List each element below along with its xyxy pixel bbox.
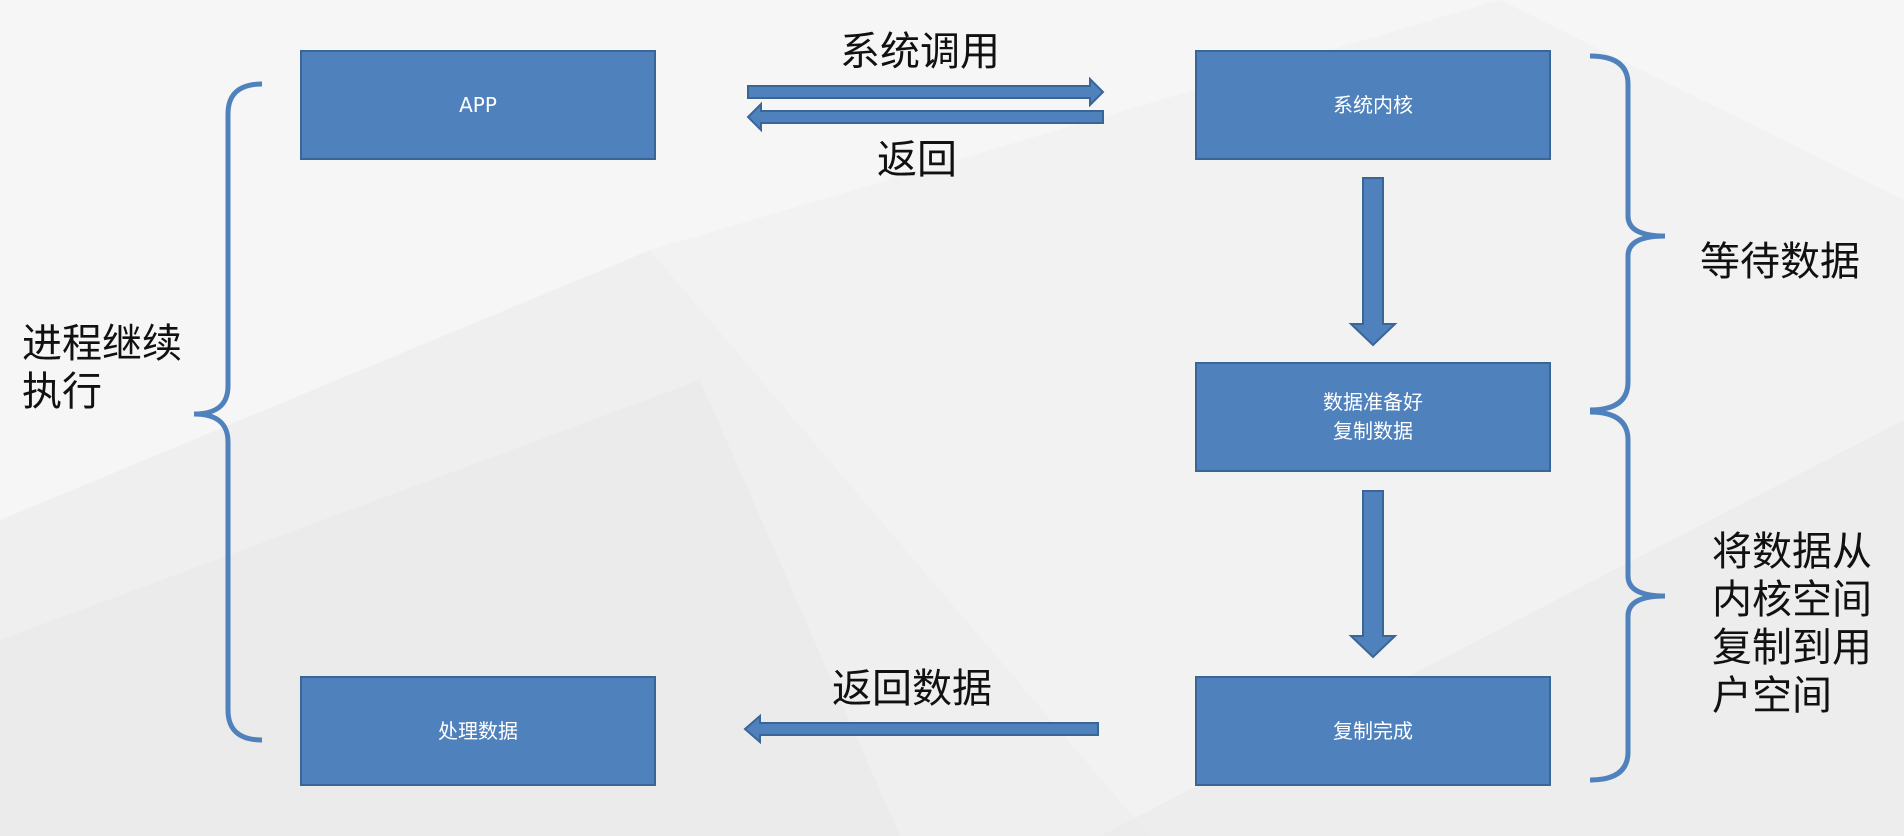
data-ready-node-line2: 复制数据 <box>1333 419 1413 443</box>
data-ready-node: 数据准备好 复制数据 <box>1195 362 1551 472</box>
process-data-node-label: 处理数据 <box>438 718 518 743</box>
return-data-label: 返回数据 <box>832 666 992 712</box>
kernel-node: 系统内核 <box>1195 50 1551 160</box>
left-brace-label-line2: 执行 <box>22 369 102 415</box>
copy-done-node: 复制完成 <box>1195 676 1551 786</box>
kernel-node-label: 系统内核 <box>1333 92 1413 117</box>
right-bottom-brace-label-line4: 户空间 <box>1712 673 1832 719</box>
copy-done-node-label: 复制完成 <box>1333 718 1413 743</box>
right-bottom-brace-label: 将数据从 内核空间 复制到用 户空间 <box>1712 528 1892 720</box>
right-top-brace-label: 等待数据 <box>1700 239 1860 285</box>
data-ready-node-line1: 数据准备好 <box>1323 390 1423 414</box>
right-bottom-brace-label-line1: 将数据从 <box>1712 529 1872 575</box>
right-bottom-brace-label-line2: 内核空间 <box>1712 577 1872 623</box>
right-bottom-brace-label-line3: 复制到用 <box>1712 625 1872 671</box>
left-brace-label: 进程继续 执行 <box>22 320 192 416</box>
left-brace-label-line1: 进程继续 <box>22 321 182 367</box>
syscall-label: 系统调用 <box>840 29 1000 75</box>
process-data-node: 处理数据 <box>300 676 656 786</box>
app-node-label: APP <box>459 92 497 117</box>
return-label: 返回 <box>877 137 957 183</box>
app-node: APP <box>300 50 656 160</box>
